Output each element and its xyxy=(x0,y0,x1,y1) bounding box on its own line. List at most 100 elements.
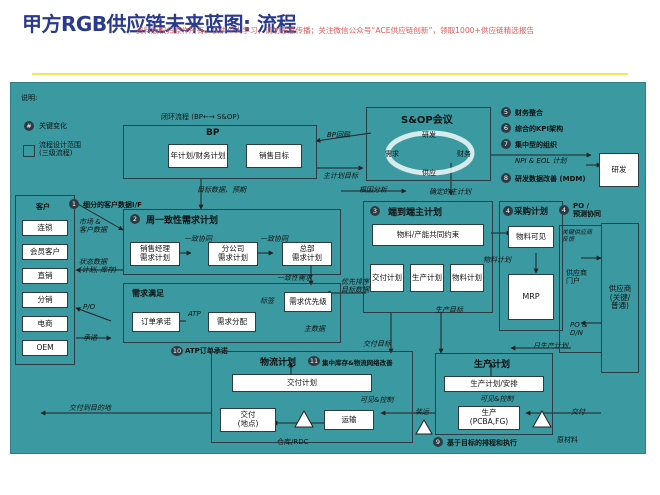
demand-priority: 需求优先级 xyxy=(284,292,332,312)
target-data-label: 目标数据、预期 xyxy=(197,186,246,194)
npi-label: NPI & EOL 计划 xyxy=(515,157,567,165)
production-schedule: 生产计划/安排 xyxy=(444,376,544,392)
sales-manager-plan: 销售经理 需求计划 xyxy=(130,242,180,266)
production-title: 生产计划 xyxy=(474,360,511,370)
inventory-triangle-icon xyxy=(532,409,552,428)
branch-plan: 分公司 需求计划 xyxy=(208,242,258,266)
production-delivery-label: 交付 xyxy=(571,408,585,416)
delivered-label: 交付到目的地 xyxy=(69,404,111,412)
po-dn-label: PO & D/N xyxy=(570,321,588,337)
key-change-2-icon: 2 xyxy=(130,214,140,224)
legend-heading: 说明: xyxy=(21,94,38,102)
sop-cycle-demand: 需求 xyxy=(385,150,399,158)
material-visible: 物料可见 xyxy=(508,226,554,248)
commit-label: 承诺 xyxy=(83,334,97,342)
customer-direct: 直销 xyxy=(22,268,68,284)
material-plan-label: 物料计划 xyxy=(483,256,511,264)
bp-loop-label: 闭环流程 (BP←→ S&OP) xyxy=(161,113,240,121)
e2e-title: 端到端主计划 xyxy=(388,208,443,218)
logistics-title: 物流计划 xyxy=(260,358,297,368)
material-plan: 物料计划 xyxy=(450,264,484,292)
legend-key-change: 关键变化 xyxy=(39,122,67,130)
root-cause-label: 根因分析 xyxy=(359,186,387,194)
customer-block: 客户 连锁 会员客户 直销 分销 电商 OEM xyxy=(15,195,75,365)
rd-box: 研发 xyxy=(599,153,639,187)
sop-cycle-diagram xyxy=(385,130,475,176)
delivery-target-label: 交付目标 xyxy=(363,340,391,348)
confirmed-master-label: 确定的主计划 xyxy=(429,188,471,196)
key-change-6-icon: 6 xyxy=(501,123,511,133)
key-change-1-icon: 1 xyxy=(69,199,79,209)
delivery-location: 交付 (地点) xyxy=(220,408,276,432)
status-data-label: 状态数据 (计划, 库存) xyxy=(79,258,117,274)
key-change-3-icon: 3 xyxy=(370,206,380,216)
consensus-demand-label: 一致性需求 xyxy=(277,274,312,282)
customer-title: 客户 xyxy=(36,203,50,211)
supplier-portal-block: 关键供应商 反馈 供应商 门户 PO & D/N xyxy=(559,225,603,353)
loading-label: 装运 xyxy=(415,408,429,416)
key-change-1: 细分的客户数据I/F xyxy=(83,201,142,209)
po-label: P/O xyxy=(83,303,96,311)
po-forecast-icon: 4 xyxy=(559,205,569,215)
supplier-feedback-label: 关键供应商 反馈 xyxy=(562,229,593,243)
delivery-plan: 交付计划 xyxy=(370,264,404,292)
po-forecast-label: PO / 预测协同 xyxy=(573,202,601,218)
bp-block: BP 年计划/财务计划 销售目标 xyxy=(123,125,317,179)
inventory-triangle-icon xyxy=(294,409,314,428)
production-block: 生产计划 生产计划/安排 生产 (PCBA,FG) 可见&控制 xyxy=(435,353,553,435)
key-change-4-icon: 4 xyxy=(503,206,513,216)
mrp-box: MRP xyxy=(508,274,554,320)
key-change-11-icon: 11 xyxy=(308,356,320,366)
bp-annual-plan: 年计划/财务计划 xyxy=(168,144,228,168)
demand-allocation: 需求分配 xyxy=(208,312,256,332)
customer-distribution: 分销 xyxy=(22,292,68,308)
bp-sales-target: 销售目标 xyxy=(246,144,302,168)
key-change-9: 基于目标的排程和执行 xyxy=(447,439,517,447)
sync-label-2: 一致协同 xyxy=(260,235,288,243)
sop-title: S&OP会议 xyxy=(401,115,453,126)
market-data-label: 市场 & 客户数据 xyxy=(79,218,107,234)
legend-scope-swatch xyxy=(23,145,35,157)
produce-pcba-fg: 生产 (PCBA,FG) xyxy=(458,406,520,430)
production-target-label: 生产目标 xyxy=(435,306,463,314)
customer-member: 会员客户 xyxy=(22,244,68,260)
master-target-label: 主计划目标 xyxy=(323,172,358,180)
key-change-10: ATP订单承诺 xyxy=(185,347,228,355)
logistics-visible-label: 可见&控制 xyxy=(360,396,394,404)
daily-plan-label: 日生产计划 xyxy=(533,342,568,350)
key-change-8: 研发数据改善 (MDM) xyxy=(515,175,586,183)
weekly-demand-title: 周一致性需求计划 xyxy=(146,216,219,226)
sync-label-1: 一致协同 xyxy=(184,235,212,243)
demand-fulfill-block: 需求满足 订单承诺 需求分配 需求优先级 ATP 标签 主数据 xyxy=(123,283,341,343)
key-change-5-icon: 5 xyxy=(501,107,511,117)
accent-divider xyxy=(32,73,628,75)
raw-material-label: 原材料 xyxy=(557,436,578,444)
legend-scope: 流程设计范围 (三级流程) xyxy=(39,141,81,157)
key-change-8-icon: 8 xyxy=(501,173,511,183)
priority-sort-label: 优先排序 目标数据 xyxy=(341,278,369,294)
blueprint-panel: 说明: # 关键变化 流程设计范围 (三级流程) 闭环流程 (BP←→ S&OP… xyxy=(10,82,646,454)
sop-cycle-supply: 供应 xyxy=(422,169,436,177)
bp-return-label: BP回顾 xyxy=(327,131,351,139)
key-change-9-icon: 9 xyxy=(433,437,443,447)
order-commit: 订单承诺 xyxy=(132,312,180,332)
logistics-sub: 集中库存&物流网络改善 xyxy=(322,359,393,367)
customer-oem: OEM xyxy=(22,340,68,356)
weekly-demand-block: 2 周一致性需求计划 销售经理 需求计划 分公司 需求计划 总部 需求计划 一致… xyxy=(123,209,341,275)
legend-number-icon: # xyxy=(24,121,34,131)
sop-block: S&OP会议 研发 财务 供应 需求 xyxy=(366,107,491,181)
logistics-block: 物流计划 11 集中库存&物流网络改善 交付计划 交付 (地点) 运输 可见&控… xyxy=(211,351,413,443)
tag-label: 标签 xyxy=(260,297,274,305)
procurement-title: 采购计划 xyxy=(514,207,549,217)
production-visible-label: 可见&控制 xyxy=(480,395,514,403)
demand-fulfill-title: 需求满足 xyxy=(132,289,164,298)
customer-chain: 连锁 xyxy=(22,220,68,236)
customer-ecommerce: 电商 xyxy=(22,316,68,332)
key-change-6: 综合的KPI架构 xyxy=(515,125,564,133)
key-change-7: 集中型的组织 xyxy=(515,141,557,149)
production-plan: 生产计划 xyxy=(410,264,444,292)
sop-cycle-finance: 财务 xyxy=(457,150,471,158)
supplier-portal-title: 供应商 门户 xyxy=(566,269,587,285)
inventory-triangle-icon xyxy=(415,419,433,435)
procurement-block: 4 采购计划 物料可见 MRP xyxy=(499,201,563,331)
